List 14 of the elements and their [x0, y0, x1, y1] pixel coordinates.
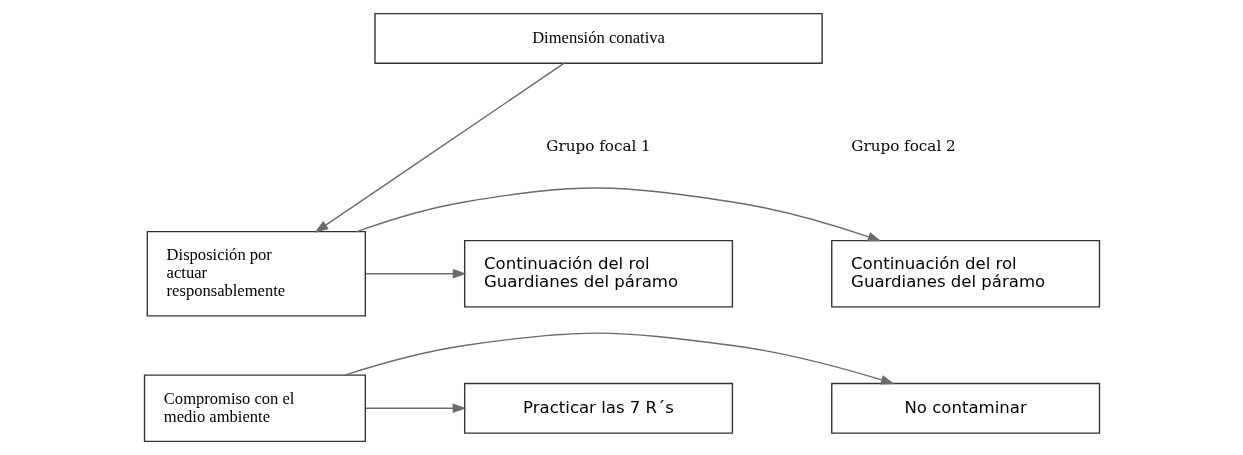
label: Grupo focal 1	[545, 137, 651, 156]
node-box: Compromiso con el medio ambiente	[143, 374, 366, 443]
arrow	[343, 332, 895, 385]
node-box: Practicar las 7 R´s	[463, 382, 733, 434]
arrow	[355, 187, 882, 242]
label: Grupo focal 2	[850, 137, 956, 156]
arrow	[364, 403, 466, 414]
arrow	[314, 62, 565, 233]
node-box: Dimensión conativa	[373, 12, 823, 64]
node-box: Disposición por actuar responsablemente	[146, 230, 366, 317]
arrow	[364, 268, 467, 279]
node-box: Continuación del rol Guardianes del páramo	[830, 239, 1100, 308]
node-box: No contaminar	[830, 382, 1100, 434]
node-box: Continuación del rol Guardianes del páramo	[463, 239, 733, 308]
